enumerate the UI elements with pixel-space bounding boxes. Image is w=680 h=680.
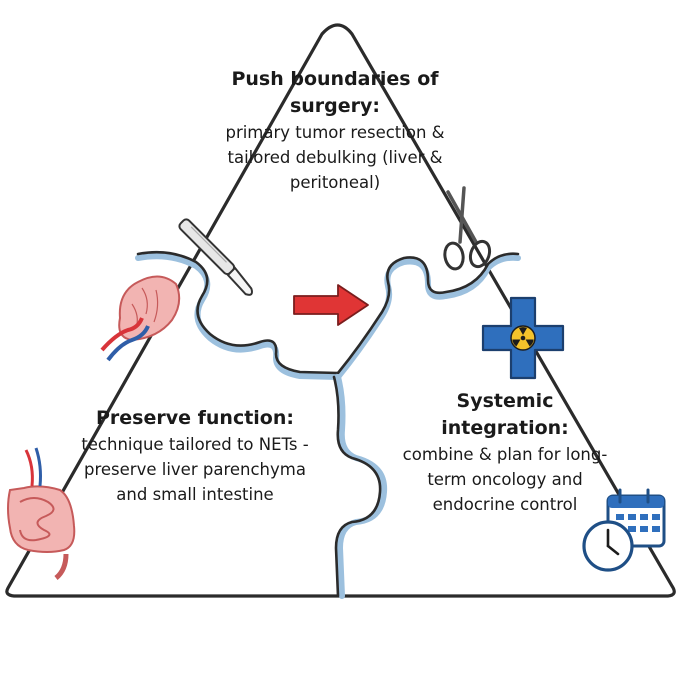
top-piece-title: Push boundaries of surgery: (231, 68, 439, 117)
left-piece-body: technique tailored to NETs - preserve li… (81, 435, 309, 504)
seam-right (335, 252, 521, 380)
top-piece-body: primary tumor resection & tailored debul… (225, 123, 445, 192)
right-piece-title: Systemic integration: (441, 390, 569, 439)
top-piece-text: Push boundaries of surgery: primary tumo… (225, 66, 445, 195)
calendar-clock-icon (582, 488, 666, 572)
scissors-icon (443, 186, 492, 271)
right-piece-text: Systemic integration: combine & plan for… (395, 388, 615, 517)
intestine-icon (7, 447, 76, 580)
left-piece-title: Preserve function: (96, 407, 294, 429)
seam-vertical (332, 374, 388, 599)
liver-icon (100, 275, 181, 362)
right-piece-body: combine & plan for long-term oncology an… (402, 445, 608, 514)
left-piece-text: Preserve function: technique tailored to… (70, 405, 320, 507)
seam-left (135, 250, 341, 380)
arrow-right-icon (293, 284, 369, 326)
scalpel-icon (178, 218, 253, 296)
radiation-cross-icon (481, 296, 565, 380)
